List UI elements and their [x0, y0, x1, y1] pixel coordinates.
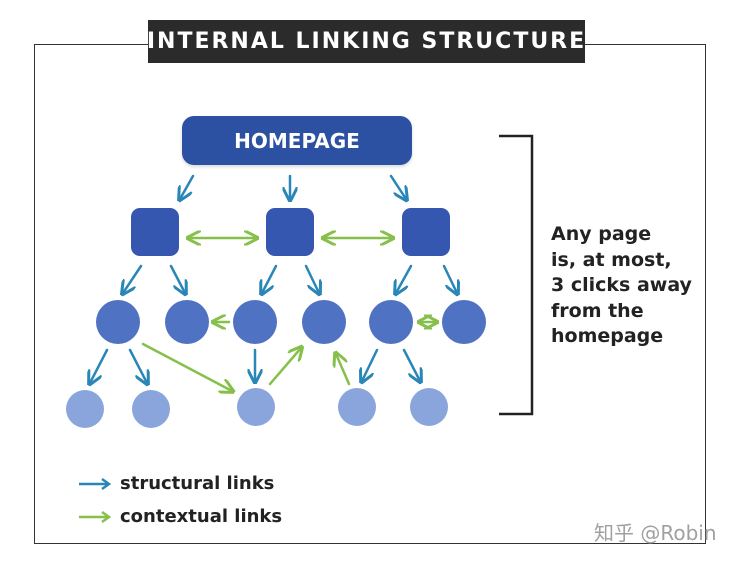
structural-arrow: [128, 348, 147, 383]
homepage-label: HOMEPAGE: [234, 128, 360, 153]
legend-structural: structural links: [78, 473, 274, 494]
clicks-bracket: [499, 134, 534, 416]
page-node-l4-4: [338, 388, 376, 426]
structural-arrow: [362, 348, 379, 381]
legend-contextual: contextual links: [78, 506, 282, 527]
green-arrow-icon: [79, 510, 112, 523]
page-node-l3-5: [369, 300, 413, 344]
structural-arrow: [402, 348, 420, 381]
watermark: 知乎 @Robin: [594, 521, 717, 545]
structural-arrow: [123, 264, 143, 293]
category-node-1: [131, 208, 179, 256]
page-node-l3-3: [233, 300, 277, 344]
page-node-l3-6: [442, 300, 486, 344]
structural-arrow: [442, 264, 457, 293]
category-node-2: [266, 208, 314, 256]
page-node-l4-1: [66, 390, 104, 428]
page-node-l3-2: [165, 300, 209, 344]
legend-structural-label: structural links: [120, 473, 275, 494]
structural-arrow: [262, 264, 278, 293]
homepage-node: HOMEPAGE: [182, 116, 412, 165]
structural-arrow: [180, 174, 195, 199]
contextual-arrow: [268, 348, 301, 386]
diagram-title: INTERNAL LINKING STRUCTURE: [147, 20, 585, 63]
contextual-arrow: [336, 354, 351, 386]
page-node-l4-3: [237, 388, 275, 426]
structural-arrow: [396, 264, 413, 293]
page-node-l4-5: [410, 388, 448, 426]
legend-contextual-label: contextual links: [120, 506, 283, 527]
click-depth-note: Any page is, at most, 3 clicks away from…: [551, 223, 692, 347]
page-node-l3-4: [302, 300, 346, 344]
structural-arrow: [90, 348, 109, 383]
page-node-l4-2: [132, 390, 170, 428]
page-node-l3-1: [96, 300, 140, 344]
category-node-3: [402, 208, 450, 256]
contextual-arrow: [141, 342, 232, 391]
structural-arrow: [304, 264, 319, 293]
structural-arrow: [169, 264, 185, 293]
structural-arrow: [389, 174, 406, 199]
blue-arrow-icon: [79, 477, 112, 490]
